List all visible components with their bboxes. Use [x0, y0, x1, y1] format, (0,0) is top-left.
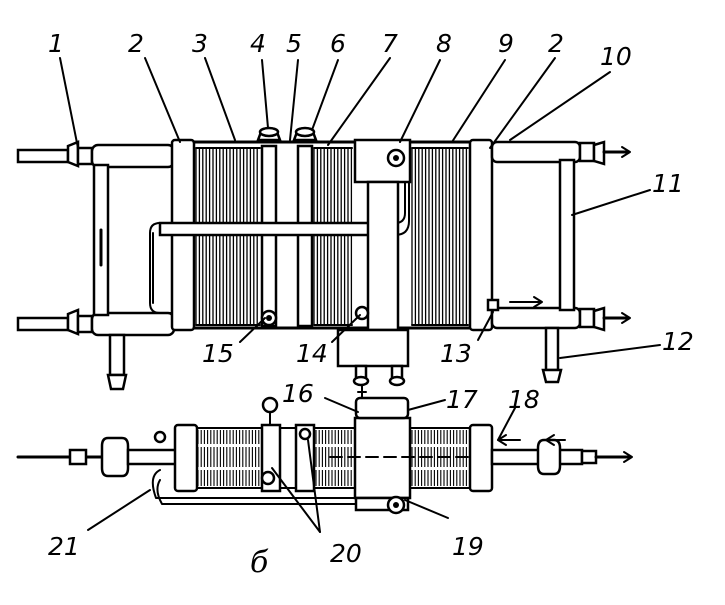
top-view [16, 126, 631, 391]
plate-pack-1 [195, 147, 261, 326]
label-20: 20 [330, 539, 362, 568]
label-15: 15 [202, 339, 234, 368]
label-8: 8 [436, 29, 452, 58]
label-9: 9 [498, 29, 514, 58]
plate-pack-3 [411, 147, 469, 326]
central-block [336, 138, 412, 387]
label-10: 10 [600, 42, 632, 71]
right-pressure-plate [468, 138, 494, 332]
label-13: 13 [440, 339, 472, 368]
label-2-right: 2 [548, 29, 564, 58]
leader-lines [59, 57, 661, 533]
right-pipes [490, 140, 631, 384]
label-11: 11 [652, 169, 684, 198]
label-3: 3 [192, 29, 208, 58]
label-2-left: 2 [128, 29, 144, 58]
part-labels: 1 2 3 4 5 6 7 8 9 2 10 11 12 13 14 15 16… [48, 29, 694, 580]
label-19: 19 [452, 532, 484, 561]
plan-view [16, 384, 633, 515]
label-18: 18 [508, 385, 540, 414]
label-14: 14 [296, 339, 328, 368]
figure-caption: б [250, 545, 269, 580]
label-7: 7 [382, 29, 398, 58]
label-5: 5 [286, 29, 302, 58]
label-12: 12 [662, 327, 694, 356]
plate-pack-2 [313, 147, 353, 326]
label-4: 4 [250, 29, 266, 58]
label-16: 16 [282, 379, 314, 408]
left-pipes [16, 140, 176, 391]
label-17: 17 [446, 385, 478, 414]
label-1: 1 [48, 29, 64, 58]
label-21: 21 [48, 532, 80, 561]
label-6: 6 [330, 29, 346, 58]
